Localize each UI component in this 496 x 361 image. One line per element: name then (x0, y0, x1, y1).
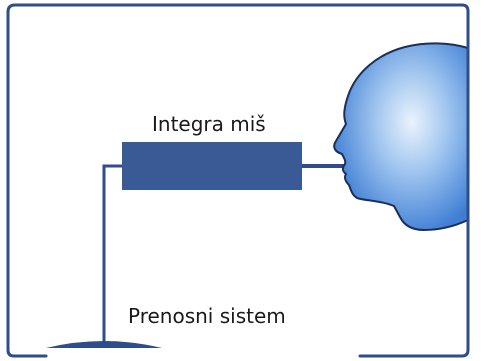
head-profile (333, 42, 469, 231)
integra-mouse-device (122, 142, 302, 190)
stand-pole (102, 164, 124, 345)
frame-border (6, 3, 470, 358)
portable-system-label: Prenosni sistem (128, 304, 286, 328)
integra-mouse-label: Integra miš (152, 112, 266, 136)
